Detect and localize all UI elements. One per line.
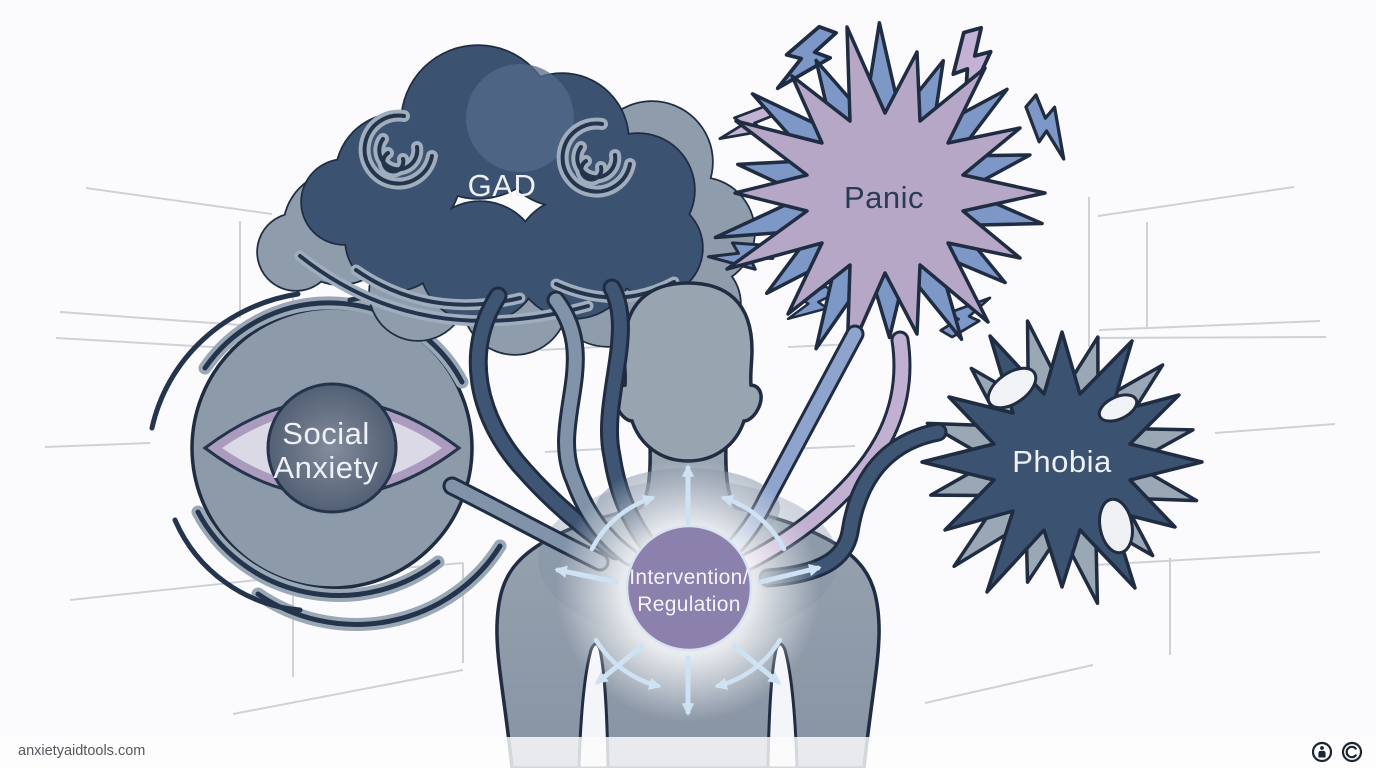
footer-band	[0, 737, 1376, 768]
gad-cloud: GAD	[256, 44, 756, 356]
eye-iris	[266, 382, 398, 514]
blob-hole	[1097, 393, 1139, 423]
attribution-icon	[1311, 741, 1333, 763]
intervention-center: Intervention/ Regulation	[554, 458, 822, 722]
social-anxiety-label-line1: Social	[282, 416, 369, 451]
blob-hole	[986, 366, 1038, 410]
social-anxiety-label-line2: Anxiety	[273, 450, 378, 485]
head	[613, 281, 763, 463]
blob-hole	[1098, 497, 1134, 555]
phobia-label: Phobia	[1012, 444, 1112, 479]
copyright-icon	[1341, 741, 1363, 763]
arrow-left	[554, 565, 619, 585]
panic-label: Panic	[844, 180, 924, 215]
arrow-right	[757, 563, 822, 585]
gad-label: GAD	[468, 168, 537, 203]
social-anxiety-vortex: Social Anxiety	[149, 291, 508, 631]
intervention-label-line1: Intervention/	[629, 566, 748, 589]
arrow-down-right	[731, 643, 781, 685]
intervention-circle	[625, 524, 753, 652]
cloud-highlight	[466, 64, 574, 172]
intervention-label-line2: Regulation	[637, 593, 740, 616]
phobia-blob: Phobia	[889, 296, 1235, 628]
watermark-text: anxietyaidtools.com	[18, 743, 145, 759]
panic-star: Panic	[696, 0, 1088, 389]
arrow-down-left	[595, 643, 645, 685]
